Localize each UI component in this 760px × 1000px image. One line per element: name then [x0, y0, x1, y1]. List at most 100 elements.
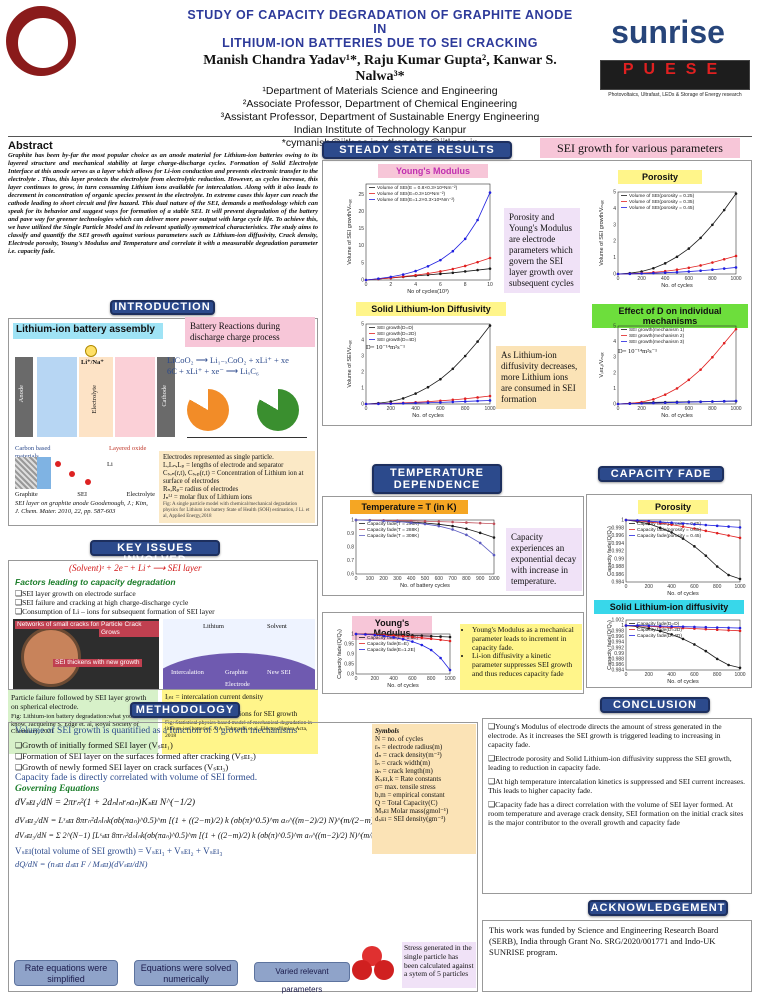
fade-bullets: Young's Modulus as a mechanical paramete… — [463, 625, 579, 679]
data-point — [392, 636, 395, 639]
data-point — [704, 529, 708, 533]
data-point — [426, 385, 430, 389]
data-point — [722, 208, 726, 212]
data-point — [401, 402, 405, 405]
methodology-banner: Methodology — [130, 702, 240, 718]
affiliation-1: ¹Department of Materials Science and Eng… — [262, 85, 498, 97]
data-point — [354, 518, 358, 522]
data-point — [476, 260, 479, 264]
particle-crack-image: Networks of small cracks form Particle C… — [13, 619, 159, 689]
data-point — [715, 531, 719, 535]
data-point — [699, 400, 702, 404]
li-ion-icon — [85, 479, 91, 485]
mechanism-item: Formation of SEI layer on the surfaces f… — [15, 751, 471, 762]
data-point — [675, 270, 679, 274]
y-tick-label: 0.996 — [611, 634, 624, 640]
capacity-equation: dQ/dN = (nₛᴇɪ dₛᴇɪ F / Mₛᴇɪ)(dVₛᴇɪ/dN) — [15, 859, 148, 869]
factor-item: Consumption of Li – ions for subsequent … — [15, 607, 214, 616]
data-point — [699, 236, 702, 240]
data-point — [670, 625, 673, 628]
temperature-callout: Capacity experiences an exponential deca… — [506, 528, 582, 591]
assembly-title: Lithium-ion battery assembly — [13, 323, 163, 339]
plot-frame — [625, 519, 741, 583]
data-point — [478, 531, 482, 535]
data-point — [488, 399, 492, 402]
anode-particle-icon — [187, 389, 229, 431]
y-tick-label: 2 — [613, 370, 616, 376]
data-point — [675, 268, 679, 272]
x-tick-label: 600 — [435, 576, 444, 582]
y-tick-label: 0.85 — [344, 662, 354, 668]
temperature-banner: Temperature Dependence — [372, 464, 502, 494]
y-tick-label: 1 — [621, 623, 624, 629]
puese-tagline: Photovoltaics, Ultrafast, LEDs & Storage… — [608, 92, 742, 98]
solved-numerically-step: Equations were solved numerically — [134, 960, 238, 986]
x-tick-label: 1000 — [730, 276, 741, 282]
data-point — [675, 401, 679, 404]
legend-label: Capacity fade(T = 308K) — [367, 533, 419, 539]
x-axis-label: No. of battery cycles — [400, 583, 450, 589]
symbol-item: Kₛᴇɪ,k = Rate constants — [375, 775, 442, 783]
affiliation-3: ³Assistant Professor, Department of Sust… — [220, 111, 540, 123]
y-tick-label: 0 — [361, 278, 364, 284]
data-point — [451, 267, 455, 271]
intercalation-label: Intercalation — [171, 669, 204, 676]
y-tick-label: 0.8 — [347, 545, 354, 551]
spm-fig-caption: Fig: A single particle model with chemic… — [163, 502, 310, 519]
data-point — [426, 272, 430, 275]
data-point — [647, 522, 651, 526]
plot-frame — [365, 183, 491, 281]
data-point — [437, 524, 441, 528]
x-tick-label: 200 — [645, 584, 654, 590]
data-point — [451, 400, 455, 404]
data-point — [722, 267, 726, 270]
data-point — [389, 275, 393, 279]
x-axis-label: No. of cycles — [667, 679, 699, 685]
cathode-plate — [157, 357, 175, 437]
data-point — [448, 639, 452, 643]
varied-parameters-step: Varied relevant parameters — [254, 962, 350, 994]
authors: Manish Chandra Yadav¹*, Raju Kumar Gupta… — [203, 53, 557, 84]
y-tick-label: 0.994 — [611, 541, 624, 547]
data-point — [727, 663, 730, 667]
legend-label: Capacity fade(porosity = 0.35) — [637, 527, 702, 533]
x-axis-label: No. of cycles — [387, 683, 419, 689]
data-point — [616, 272, 620, 276]
title-line-1: Study of Capacity Degradation of Graphit… — [187, 8, 573, 36]
legend-label: Capacity fade(D=4D) — [637, 633, 682, 639]
header-divider — [8, 136, 752, 137]
data-point — [409, 519, 413, 523]
legend-label: Volume of SEI(E = 0.8×0.3×10⁹Nm⁻²) — [377, 185, 458, 191]
data-point — [439, 638, 442, 642]
data-point — [687, 247, 691, 250]
legend-label: Capacity fade(D=2D) — [637, 627, 682, 633]
mechanisms-annotation: D= 10⁻¹⁴m²s⁻¹ — [618, 348, 658, 355]
fade-bullet: Li-ion diffusivity a kinetic parameter s… — [472, 651, 579, 678]
factors-list: SEI layer growth on electrode surface SE… — [15, 589, 214, 616]
y-tick-label: 1 — [351, 518, 354, 524]
data-point — [476, 340, 479, 343]
data-point — [636, 519, 639, 522]
data-point — [463, 397, 467, 401]
particle-failure-fig: Fig: Lithium-ion battery degradation:wha… — [11, 713, 153, 735]
data-point — [628, 402, 632, 405]
data-point — [711, 223, 714, 227]
sei-diagram-labels: Graphite SEI Electrolyte — [15, 491, 155, 499]
reactions-title: Battery Reactions during discharge charg… — [185, 317, 315, 347]
anode-plate — [15, 357, 33, 437]
x-tick-label: 200 — [379, 576, 388, 582]
data-point — [439, 270, 442, 273]
data-point — [492, 522, 496, 526]
graphite-particle-icon — [163, 653, 315, 689]
legend-label: Capacity fade(E=E) — [367, 641, 409, 647]
electrolyte-region — [79, 357, 113, 437]
data-point — [364, 402, 368, 406]
y-tick-label: 1 — [361, 386, 364, 392]
